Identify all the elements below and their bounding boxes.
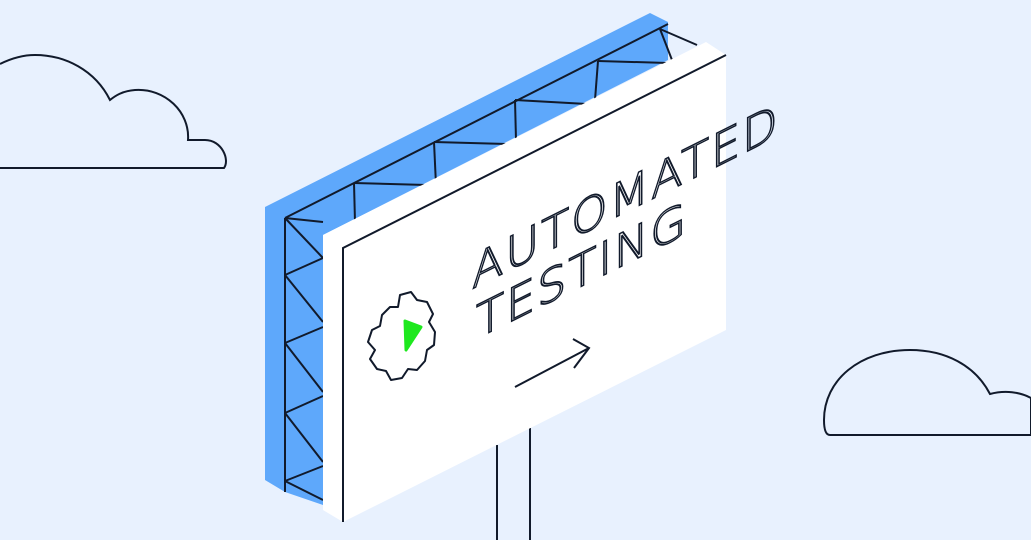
cloud-icon — [0, 53, 227, 169]
cloud-icon — [822, 348, 1031, 436]
billboard-truss — [284, 23, 698, 501]
gear-with-play-icon — [367, 291, 436, 381]
billboard-pole — [496, 428, 531, 540]
billboard-edge — [323, 42, 726, 522]
arrow-right-icon — [514, 338, 591, 388]
billboard-face — [343, 55, 726, 522]
